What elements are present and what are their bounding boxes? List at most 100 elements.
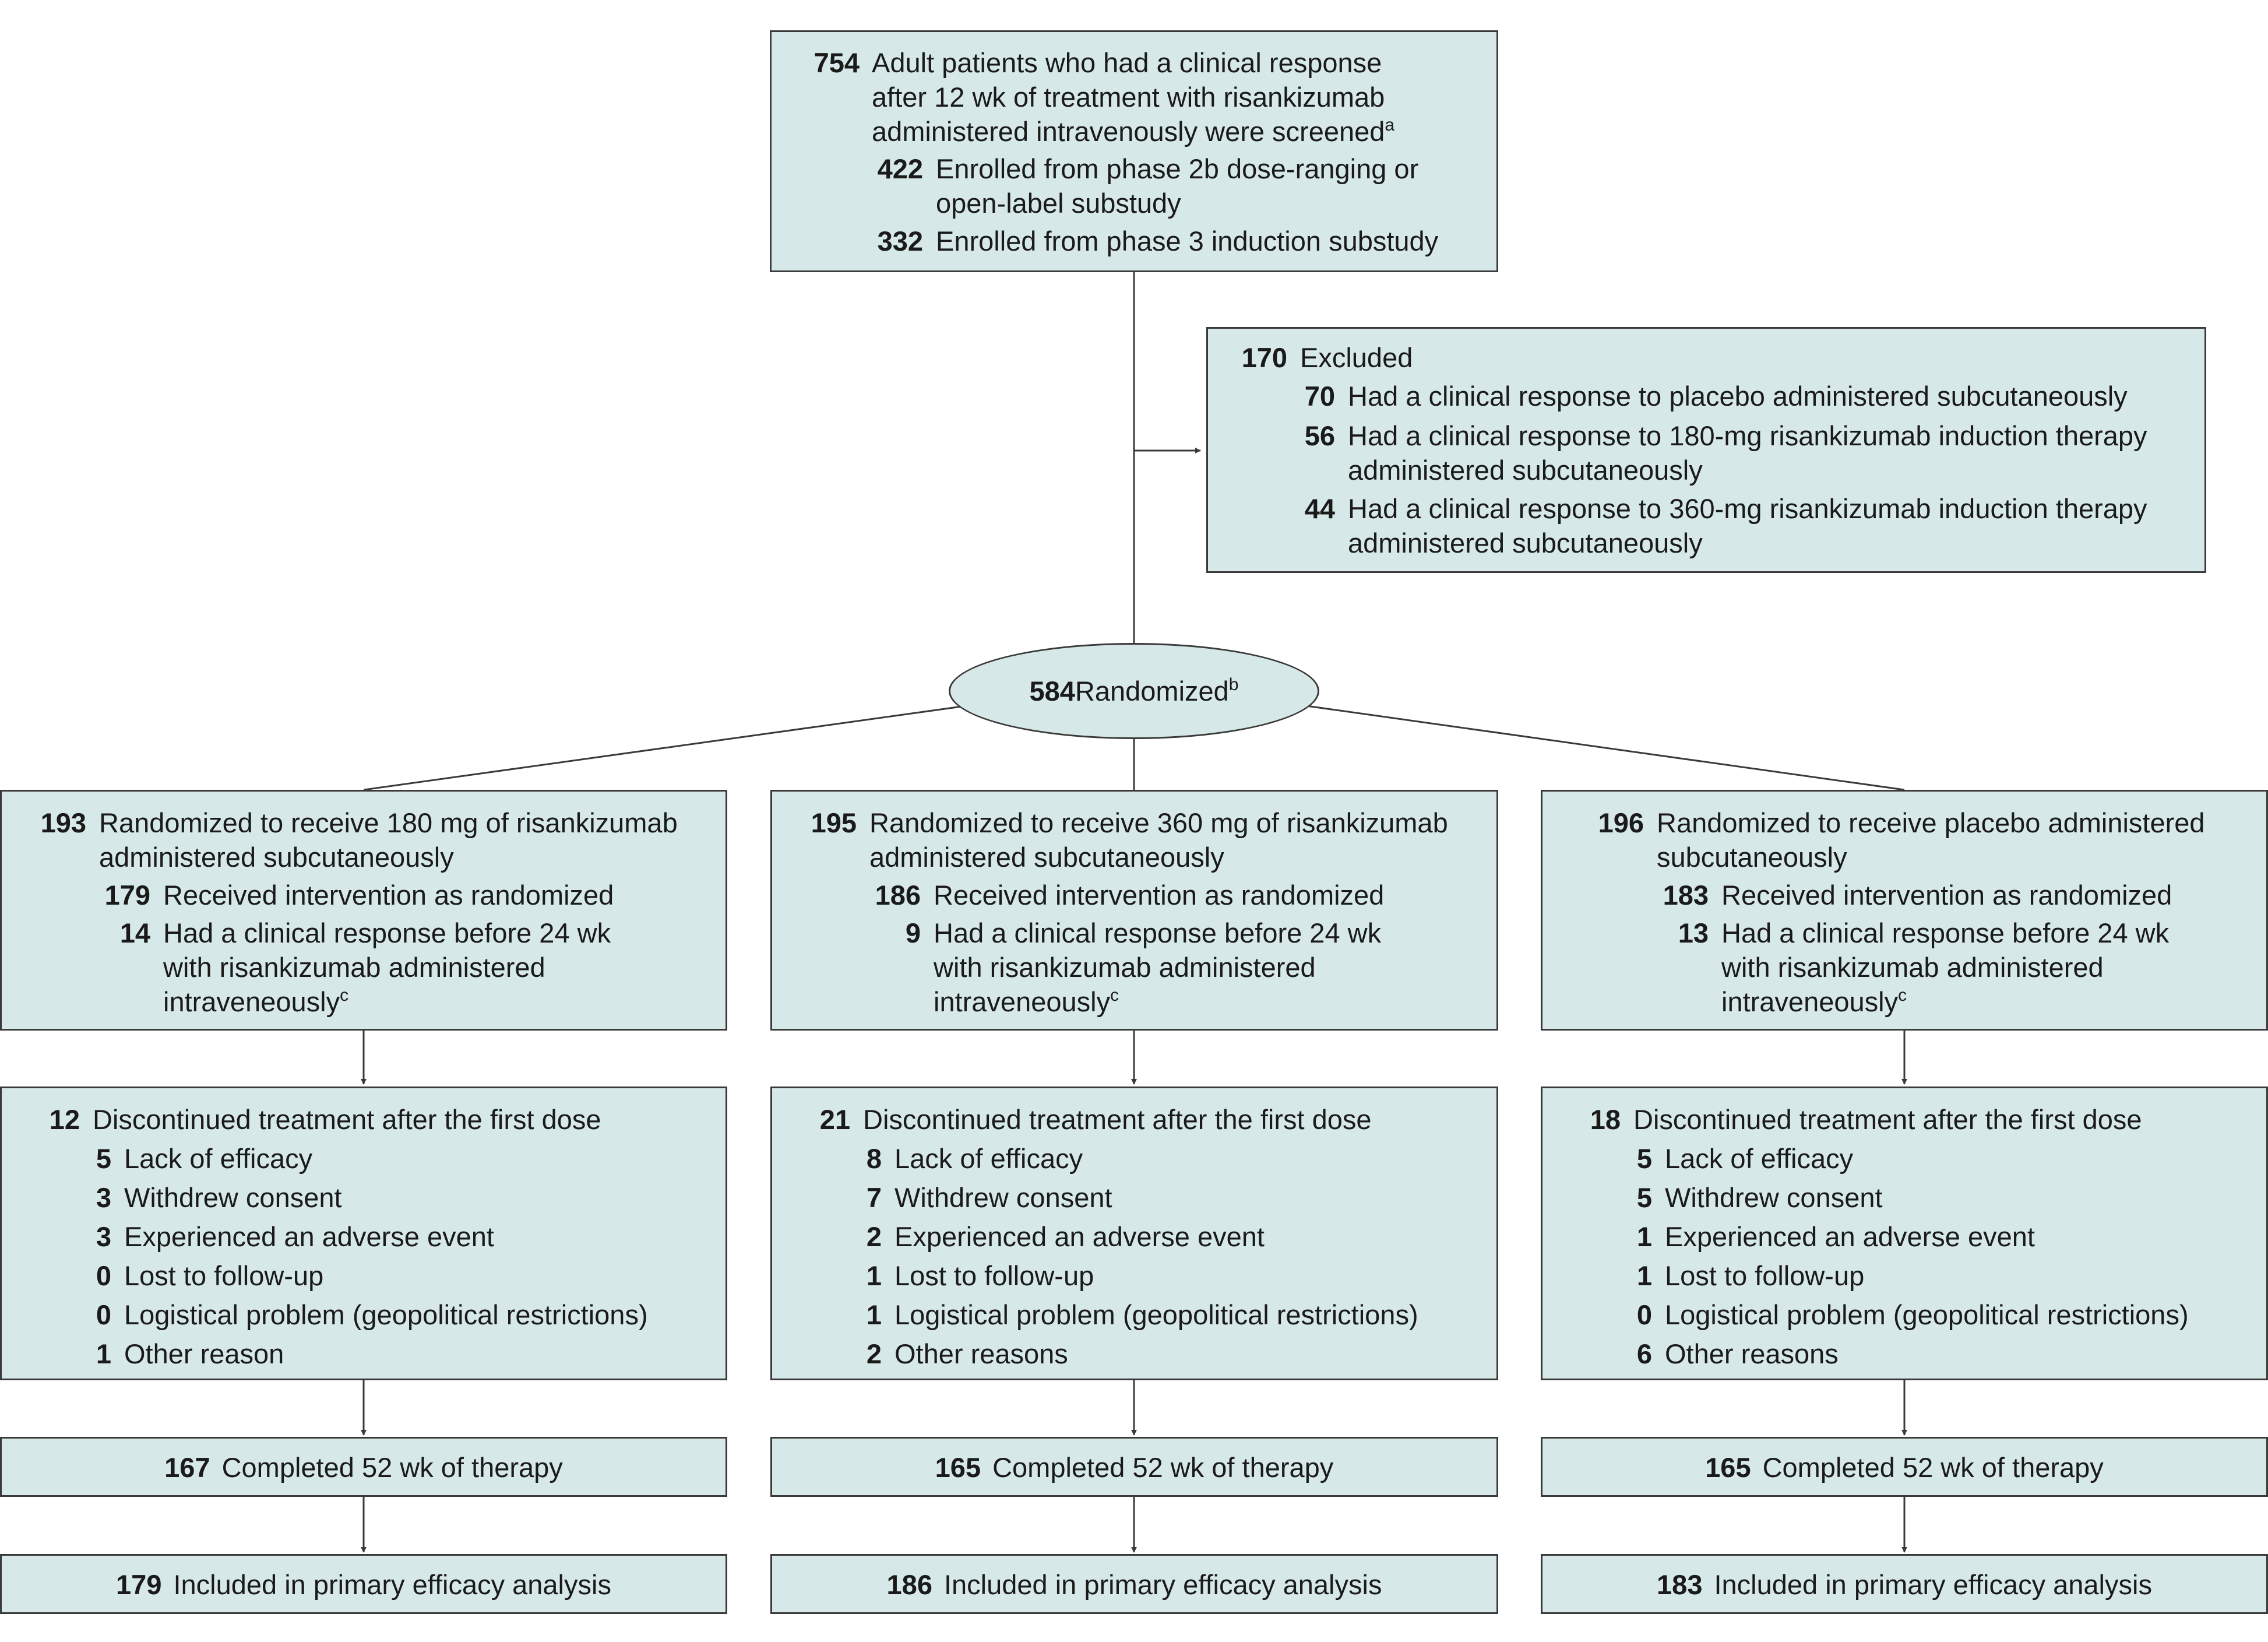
arm2-reason-count: 1 [866, 1260, 882, 1291]
footnote-c: c [340, 986, 349, 1005]
arm1-reason-count: 3 [96, 1182, 111, 1213]
arm3-completed-label: Completed 52 wk of therapy [1762, 1452, 2104, 1483]
phase2b-count: 422 [877, 153, 923, 184]
arm3-discontinued-box: 18 Discontinued treatment after the first… [1541, 1087, 2268, 1380]
arm3-discontinued-label: Discontinued treatment after the first d… [1633, 1104, 2142, 1135]
arm3-completed-count: 165 [1705, 1452, 1751, 1483]
arm1-reason-label: Experienced an adverse event [124, 1221, 494, 1252]
arm2-analysis-count: 186 [886, 1569, 932, 1600]
arm2-reason-label: Lost to follow-up [894, 1260, 1094, 1291]
arm1-reason-count: 0 [96, 1299, 111, 1330]
excluded-box: 170 Excluded 70 Had a clinical response … [1206, 327, 2206, 573]
arm1-completed-box: 167 Completed 52 wk of therapy [0, 1437, 727, 1497]
excluded-placebo-line-1: Had a clinical response to placebo admin… [1348, 381, 2128, 412]
arm2-reason-label: Other reasons [894, 1338, 1068, 1369]
arm1-reason-count: 1 [96, 1338, 111, 1369]
arm1-randomized-line-1: Randomized to receive 180 mg of risankiz… [99, 807, 678, 838]
arm3-reason-count: 5 [1636, 1143, 1652, 1174]
arm3-response-line-1: Had a clinical response before 24 wk [1721, 917, 2170, 948]
arm1-analysis-label: Included in primary efficacy analysis [173, 1569, 611, 1600]
arm1-reason-count: 3 [96, 1221, 111, 1252]
arm1-reason-label: Withdrew consent [124, 1182, 342, 1213]
randomized-label: Randomized [1075, 676, 1229, 706]
arm1-randomized-box: 193 Randomized to receive 180 mg of risan… [0, 790, 727, 1031]
arm1-received-count: 179 [104, 880, 150, 910]
screened-line-1: Adult patients who had a clinical respon… [872, 47, 1382, 78]
arm2-discontinued-label: Discontinued treatment after the first d… [863, 1104, 1372, 1135]
excluded-360-count: 44 [1304, 493, 1335, 524]
arm3-analysis-count: 183 [1657, 1569, 1703, 1600]
arm3-reason-label: Withdrew consent [1665, 1182, 1883, 1213]
arm3-reason-label: Logistical problem (geopolitical restric… [1665, 1299, 2189, 1330]
excluded-label: Excluded [1300, 342, 1413, 373]
arm3-reason-label: Other reasons [1665, 1338, 1839, 1369]
arm1-reason-label: Other reason [124, 1338, 284, 1369]
arm2-discontinued-count: 21 [819, 1104, 850, 1135]
arm3-randomized-count: 196 [1598, 807, 1644, 838]
arm1-received-label: Received intervention as randomized [163, 880, 614, 910]
screened-line-3: administered intravenously were screened… [872, 115, 1395, 147]
arm1-randomized-line-2: administered subcutaneously [99, 842, 454, 873]
split-left [363, 704, 971, 791]
arm3-reason-count: 5 [1636, 1182, 1652, 1213]
arm1-response-line-2: with risankizumab administered [163, 952, 545, 983]
phase2b-line-2: open-label substudy [936, 188, 1181, 219]
footnote-b: b [1228, 675, 1239, 694]
arm3-analysis-label: Included in primary efficacy analysis [1714, 1569, 2152, 1600]
arm1-discontinued-box: 12 Discontinued treatment after the first… [0, 1087, 727, 1380]
excluded-180-line-1: Had a clinical response to 180-mg risank… [1348, 420, 2147, 451]
arm3-reason-label: Lost to follow-up [1665, 1260, 1865, 1291]
arm2-reason-count: 8 [866, 1143, 882, 1174]
arm1-completed-label: Completed 52 wk of therapy [221, 1452, 563, 1483]
arm3-response-line-3: intraveneouslyc [1721, 986, 1907, 1017]
split-right [1302, 704, 1905, 791]
footnote-c: c [1898, 986, 1907, 1005]
arm2-response-line-1: Had a clinical response before 24 wk [934, 917, 1382, 948]
arm1-completed-count: 167 [164, 1452, 210, 1483]
arm3-reason-label: Lack of efficacy [1665, 1143, 1854, 1174]
screened-count: 754 [813, 47, 860, 78]
phase3-line-1: Enrolled from phase 3 induction substudy [936, 226, 1439, 256]
arm3-randomized-line-1: Randomized to receive placebo administer… [1657, 807, 2205, 838]
arm1-response-line-3: intraveneouslyc [163, 986, 349, 1017]
arm1-reason-count: 0 [96, 1260, 111, 1291]
arm2-reason-count: 2 [866, 1338, 882, 1369]
arm1-response-count: 14 [119, 917, 150, 948]
arm2-response-count: 9 [905, 917, 921, 948]
arm2-randomized-line-2: administered subcutaneously [869, 842, 1224, 873]
excluded-180-line-2: administered subcutaneously [1348, 455, 1703, 486]
arm3-response-line-2: with risankizumab administered [1721, 952, 2104, 983]
excluded-360-line-1: Had a clinical response to 360-mg risank… [1348, 493, 2147, 524]
randomized-oval: 584Randomizedb [949, 643, 1319, 739]
arm3-discontinued-count: 18 [1590, 1104, 1621, 1135]
arm1-discontinued-label: Discontinued treatment after the first d… [93, 1104, 601, 1135]
arm1-reason-count: 5 [96, 1143, 111, 1174]
screened-line-2: after 12 wk of treatment with risankizum… [872, 82, 1385, 112]
excluded-placebo-count: 70 [1304, 381, 1335, 412]
arm2-response-line-3: intraveneouslyc [934, 986, 1119, 1017]
arm3-reason-count: 1 [1636, 1221, 1652, 1252]
arm3-randomized-line-2: subcutaneously [1657, 842, 1847, 873]
arm2-reason-label: Experienced an adverse event [894, 1221, 1265, 1252]
arm2-reason-count: 1 [866, 1299, 882, 1330]
arm2-analysis-box: 186 Included in primary efficacy analysis [770, 1554, 1498, 1614]
screened-box: 754 Adult patients who had a clinical re… [770, 30, 1498, 272]
arm3-received-label: Received intervention as randomized [1721, 880, 2172, 910]
arm3-received-count: 183 [1663, 880, 1709, 910]
arm2-reason-label: Lack of efficacy [894, 1143, 1083, 1174]
arm2-randomized-line-1: Randomized to receive 360 mg of risankiz… [869, 807, 1448, 838]
arm2-reason-count: 7 [866, 1182, 882, 1213]
arm1-randomized-count: 193 [40, 807, 86, 838]
arm3-response-count: 13 [1678, 917, 1709, 948]
arm2-analysis-label: Included in primary efficacy analysis [943, 1569, 1382, 1600]
arm2-reason-label: Logistical problem (geopolitical restric… [894, 1299, 1418, 1330]
arm1-discontinued-count: 12 [49, 1104, 80, 1135]
arm2-reason-count: 2 [866, 1221, 882, 1252]
randomized-count: 584 [1029, 676, 1075, 706]
arm1-response-line-1: Had a clinical response before 24 wk [163, 917, 611, 948]
